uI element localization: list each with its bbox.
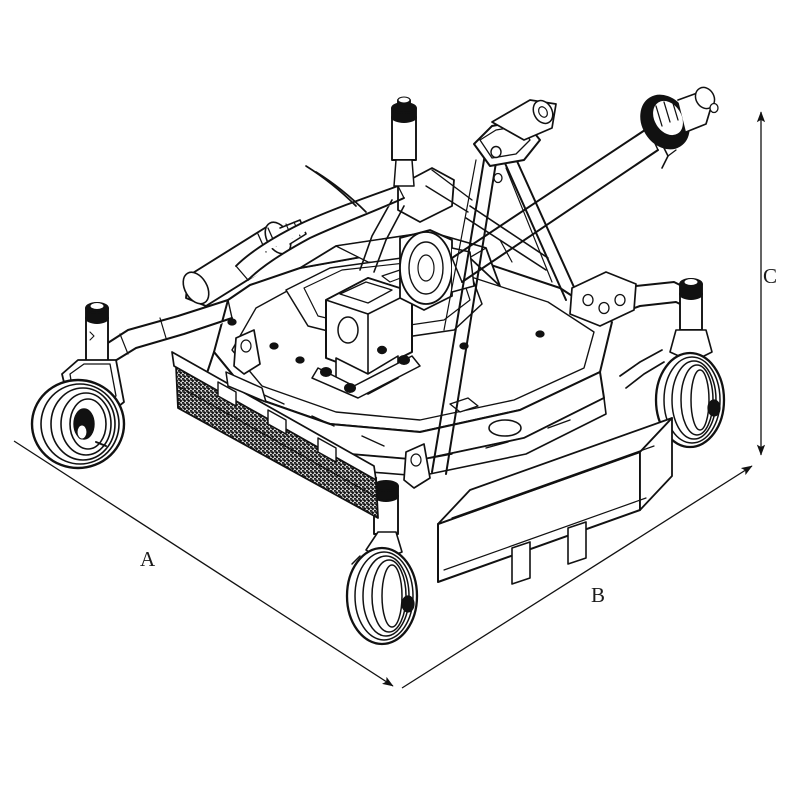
rear-discharge-skirt [437, 417, 673, 585]
rear-left-caster-wheel [391, 96, 417, 187]
dimension-line-b [401, 465, 753, 689]
a-frame-three-point-hitch [431, 99, 579, 475]
deck-front-bracket [225, 329, 267, 403]
deck-side-detail [261, 393, 571, 459]
front-chain-guard-skirt [171, 351, 379, 519]
rear-right-caster-wheel [619, 278, 726, 449]
left-upper-support-arm [235, 165, 405, 281]
deck-rear-bracket [403, 443, 431, 489]
dimension-label-c: C [763, 264, 778, 288]
drive-pulley-drum [399, 229, 475, 311]
driveshaft-splined-yoke [640, 86, 719, 169]
dimension-label-b: B [591, 583, 606, 607]
front-left-caster-wheel [30, 302, 126, 470]
dimension-label-a: A [140, 547, 156, 571]
dimension-line-a [13, 440, 394, 687]
front-center-caster-wheel [345, 480, 419, 646]
deck-hardware [227, 318, 545, 364]
center-gearbox [311, 277, 421, 399]
